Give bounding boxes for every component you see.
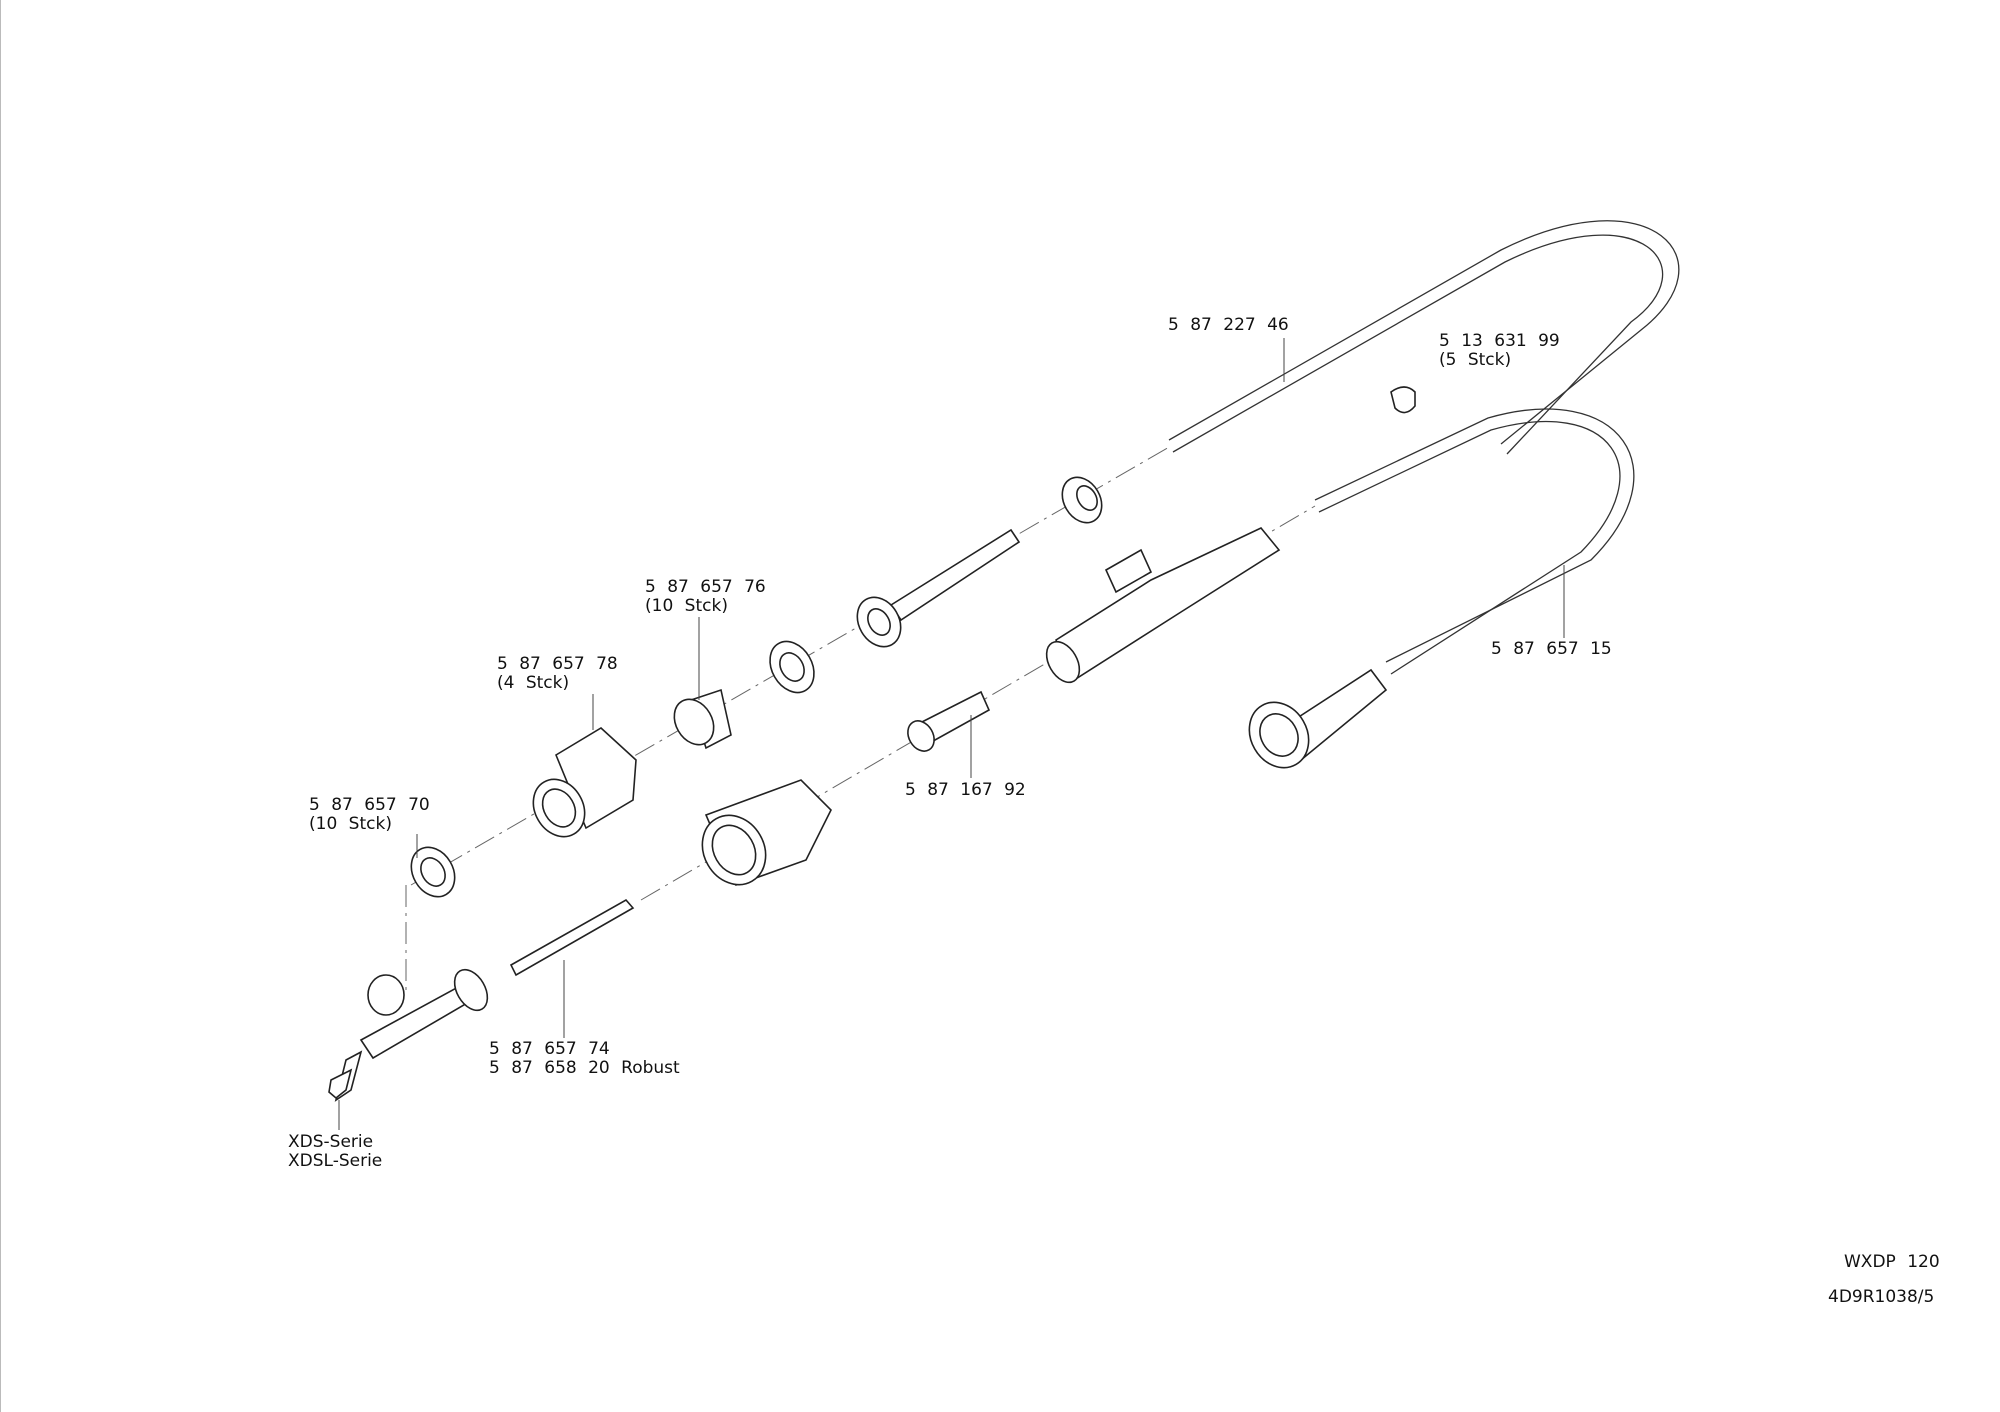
callout-tube-upper: 5 87 227 46 [1168, 315, 1289, 335]
callout-sleeve-qty: (4 Stck) [497, 673, 570, 693]
callout-clip: 5 13 631 99 [1439, 331, 1560, 351]
insulator-washer-part [769, 640, 815, 694]
ring-part [410, 846, 456, 898]
model-name: WXDP 120 [1844, 1252, 1940, 1272]
heating-element-part [509, 898, 635, 977]
assembly-axis-upper [410, 445, 1172, 886]
callout-ring-qty: (10 Stck) [309, 814, 392, 834]
tube-upper [1168, 220, 1680, 455]
callout-heating-element: 5 87 657 74 [489, 1039, 610, 1059]
callout-spacer: 5 87 167 92 [905, 780, 1026, 800]
insulator-cylinder-part [673, 688, 732, 750]
spacer-part [907, 690, 991, 752]
callout-tip-series-2: XDSL-Serie [288, 1151, 383, 1171]
callout-cable: 5 87 657 15 [1491, 639, 1612, 659]
callout-heating-element-robust: 5 87 658 20 Robust [489, 1058, 680, 1078]
callout-clip-qty: (5 Stck) [1439, 350, 1512, 370]
tool-body-part [328, 968, 489, 1102]
cable-lower [1314, 408, 1635, 675]
drawing-number: 4D9R1038/5 [1828, 1287, 1935, 1307]
sensor-rod-part [856, 528, 1021, 648]
connector-plug-part [1248, 668, 1388, 769]
clip-part [1390, 386, 1416, 414]
gear-part [1061, 476, 1103, 524]
callout-sleeve: 5 87 657 78 [497, 654, 618, 674]
callout-tip-series-1: XDS-Serie [288, 1132, 374, 1152]
handle-part [1045, 527, 1281, 684]
sleeve-part [532, 727, 637, 838]
callout-insulator: 5 87 657 76 [645, 577, 766, 597]
callout-insulator-qty: (10 Stck) [645, 596, 728, 616]
grip-part [701, 779, 832, 887]
callout-ring: 5 87 657 70 [309, 795, 430, 815]
